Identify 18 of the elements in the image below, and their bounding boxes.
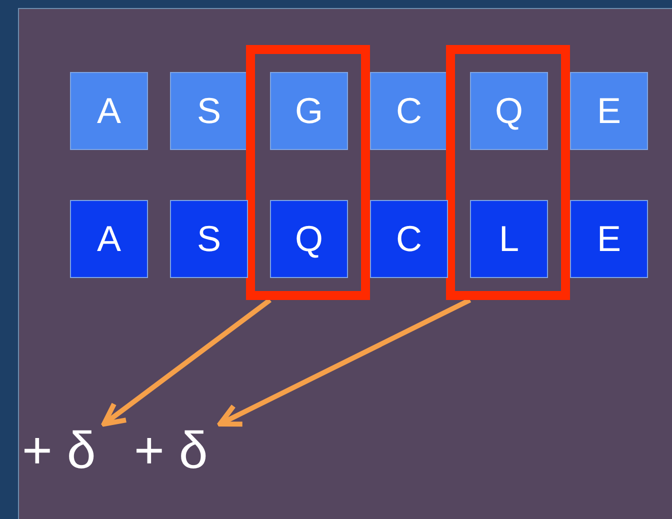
residue-box: G bbox=[270, 72, 348, 150]
residue-box: Q bbox=[470, 72, 548, 150]
formula-text: + δ bbox=[134, 424, 230, 479]
residue-box: E bbox=[570, 200, 648, 278]
residue-box: C bbox=[370, 200, 448, 278]
residue-box: C bbox=[370, 72, 448, 150]
highlight-frame bbox=[246, 45, 370, 300]
residue-box: Q bbox=[270, 200, 348, 278]
residue-box: S bbox=[170, 200, 248, 278]
residue-box: S bbox=[170, 72, 248, 150]
residue-box: L bbox=[470, 200, 548, 278]
residue-box: A bbox=[70, 72, 148, 150]
formula-text: + δ bbox=[22, 424, 114, 479]
arrow bbox=[102, 298, 272, 426]
residue-box: E bbox=[570, 72, 648, 150]
residue-box: A bbox=[70, 200, 148, 278]
arrow bbox=[218, 298, 472, 427]
highlight-frame bbox=[446, 45, 570, 300]
